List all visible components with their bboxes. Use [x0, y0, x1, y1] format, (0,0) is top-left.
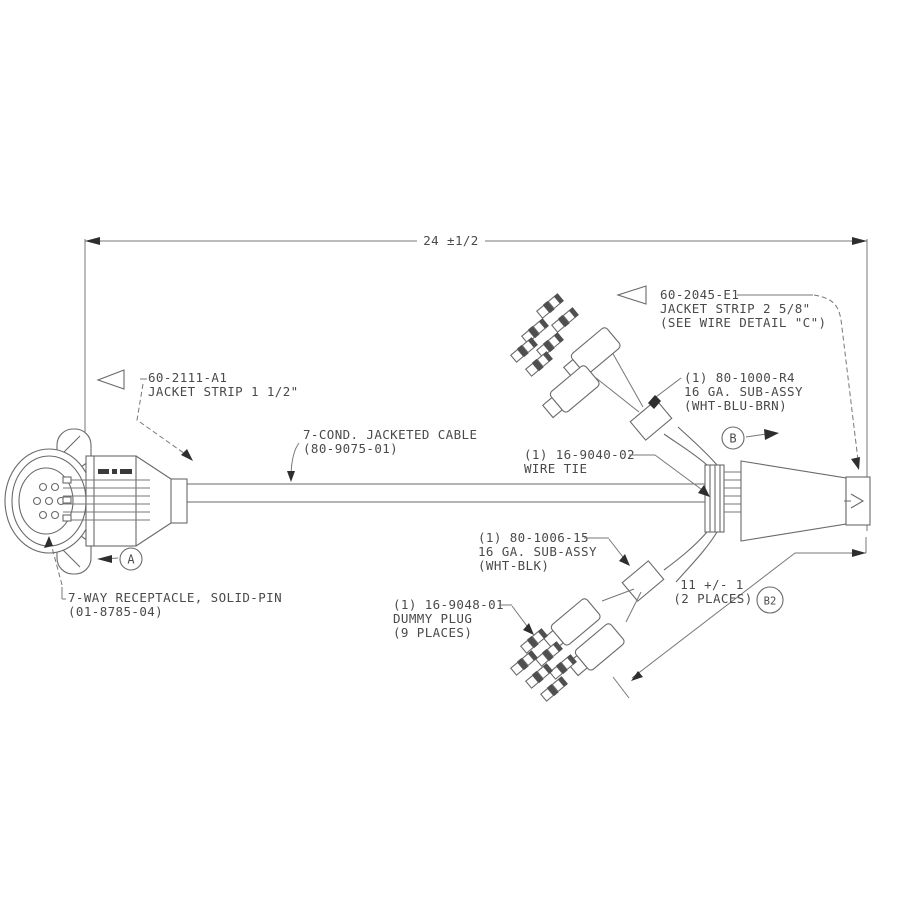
label-sub-assy-top: (1) 80-1000-R4 16 GA. SUB-ASSY (WHT-BLU-… — [648, 370, 803, 413]
label-line: (WHT-BLK) — [478, 558, 549, 573]
jacketed-cable — [187, 483, 707, 503]
label-cable: 7-COND. JACKETED CABLE (80-9075-01) — [287, 427, 477, 482]
connector-marking — [98, 469, 132, 474]
top-branch — [509, 292, 718, 466]
balloon-b2-text: B2 — [764, 596, 777, 608]
label-dummy-plug: (1) 16-9048-01 DUMMY PLUG (9 PLACES) — [393, 597, 534, 640]
label-sub-assy-bottom: (1) 80-1006-15 16 GA. SUB-ASSY (WHT-BLK) — [478, 530, 630, 573]
label-line: 7-WAY RECEPTACLE, SOLID-PIN — [68, 590, 282, 605]
balloon-b2: B2 — [756, 586, 784, 614]
balloon-b-text: B — [729, 432, 736, 446]
revision-flag-icon — [96, 369, 125, 390]
label-line: (SEE WIRE DETAIL "C") — [660, 315, 826, 330]
label-line: JACKET STRIP 1 1/2" — [148, 384, 299, 399]
label-line: (9 PLACES) — [393, 625, 472, 640]
label-line: 16 GA. SUB-ASSY — [684, 384, 803, 399]
label-receptacle: 7-WAY RECEPTACLE, SOLID-PIN (01-8785-04) — [44, 536, 282, 619]
balloon-a: A — [97, 547, 143, 571]
bottom-branch — [509, 531, 718, 703]
label-line: 16 GA. SUB-ASSY — [478, 544, 597, 559]
label-line: (1) 80-1006-15 — [478, 530, 589, 545]
balloon-a-text: A — [127, 553, 135, 567]
branch-dimension-places: (2 PLACES) — [673, 591, 752, 606]
label-line: (80-9075-01) — [303, 441, 398, 456]
branch-dimension: 11 +/- 1 (2 PLACES) — [612, 537, 867, 699]
label-wire-tie: (1) 16-9040-02 WIRE TIE — [524, 447, 710, 497]
label-line: (1) 16-9040-02 — [524, 447, 635, 462]
label-line: DUMMY PLUG — [393, 611, 472, 626]
label-jacket-strip-left: 60-2111-A1 JACKET STRIP 1 1/2" — [96, 369, 299, 461]
overall-dimension-text: 24 ±1/2 — [423, 233, 478, 248]
label-line: 60-2111-A1 — [148, 370, 227, 385]
right-plug-connector — [724, 460, 871, 542]
label-line: JACKET STRIP 2 5/8" — [660, 301, 811, 316]
plug-latch-chevron — [844, 493, 865, 509]
balloon-b: B — [721, 426, 779, 450]
label-jacket-strip-right: 60-2045-E1 JACKET STRIP 2 5/8" (SEE WIRE… — [616, 285, 860, 470]
wire-tie — [704, 464, 725, 533]
revision-flag-icon — [616, 285, 647, 305]
overall-dimension: 24 ±1/2 — [84, 233, 868, 531]
label-line: (WHT-BLU-BRN) — [684, 398, 787, 413]
branch-dimension-text: 11 +/- 1 — [680, 577, 743, 592]
receptacle-connector — [4, 428, 188, 575]
label-line: (1) 16-9048-01 — [393, 597, 504, 612]
dim-arrow-left — [85, 237, 100, 245]
label-line: 60-2045-E1 — [660, 287, 739, 302]
label-line: (1) 80-1000-R4 — [684, 370, 795, 385]
label-line: WIRE TIE — [524, 461, 587, 476]
label-line: 7-COND. JACKETED CABLE — [303, 427, 477, 442]
label-line: (01-8785-04) — [68, 604, 163, 619]
dim-arrow-right — [852, 237, 867, 245]
